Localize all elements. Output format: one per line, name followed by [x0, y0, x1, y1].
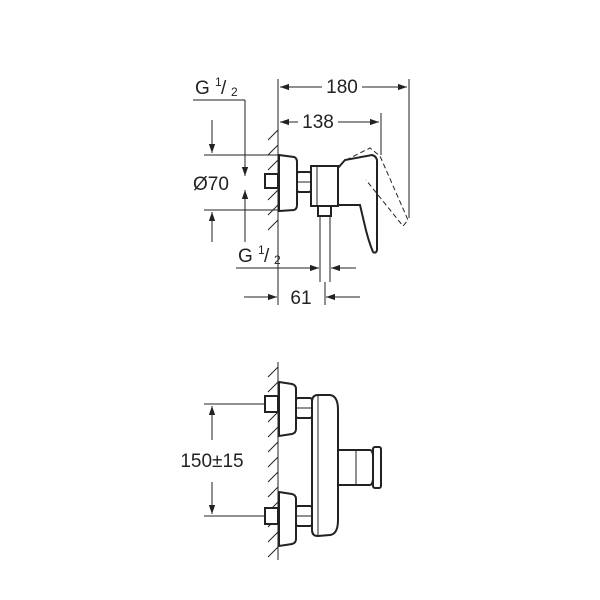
side-elevation-view: 180 138 G 1 / 2 Ø70: [186, 74, 410, 309]
escutcheon-lower: [278, 490, 297, 548]
escutcheon-top: [278, 153, 298, 213]
dim-label-150: 150±15: [180, 451, 243, 472]
wall-connector-lower: [264, 507, 279, 525]
front-elevation-view: 150±15: [168, 362, 382, 560]
dimension-diameter-70: Ø70: [186, 120, 279, 242]
dim-label-138: 138: [302, 112, 334, 133]
svg-text:/: /: [221, 78, 227, 99]
dimension-61: 61: [244, 225, 360, 309]
escutcheon-upper: [278, 380, 297, 438]
handle-cap-front: [372, 446, 382, 489]
thread-label-bottom: G 1 / 2: [236, 243, 356, 272]
thread-label-top: G 1 / 2: [193, 75, 249, 176]
svg-text:G: G: [238, 246, 253, 267]
mixer-body-front: [311, 394, 339, 538]
lever-handle: [337, 153, 378, 254]
svg-text:1: 1: [215, 75, 222, 89]
svg-text:2: 2: [231, 85, 238, 99]
wall-hatch-bottom: [267, 362, 279, 560]
dimension-180: 180: [277, 74, 410, 218]
lever-swing-outline: [345, 147, 409, 227]
dimension-150: 150±15: [168, 403, 265, 517]
dim-label-61: 61: [290, 288, 311, 309]
mixer-body-top: [310, 165, 339, 207]
wall-connector-upper: [264, 395, 279, 413]
svg-text:G: G: [195, 78, 210, 99]
dimension-138: 138: [280, 109, 382, 155]
outlet-nut-top: [317, 205, 332, 217]
svg-text:/: /: [264, 246, 270, 267]
svg-text:1: 1: [258, 243, 265, 257]
dim-label-180: 180: [326, 77, 358, 98]
dim-label-diameter-70: Ø70: [193, 174, 229, 195]
wall-connector-top: [264, 173, 279, 189]
